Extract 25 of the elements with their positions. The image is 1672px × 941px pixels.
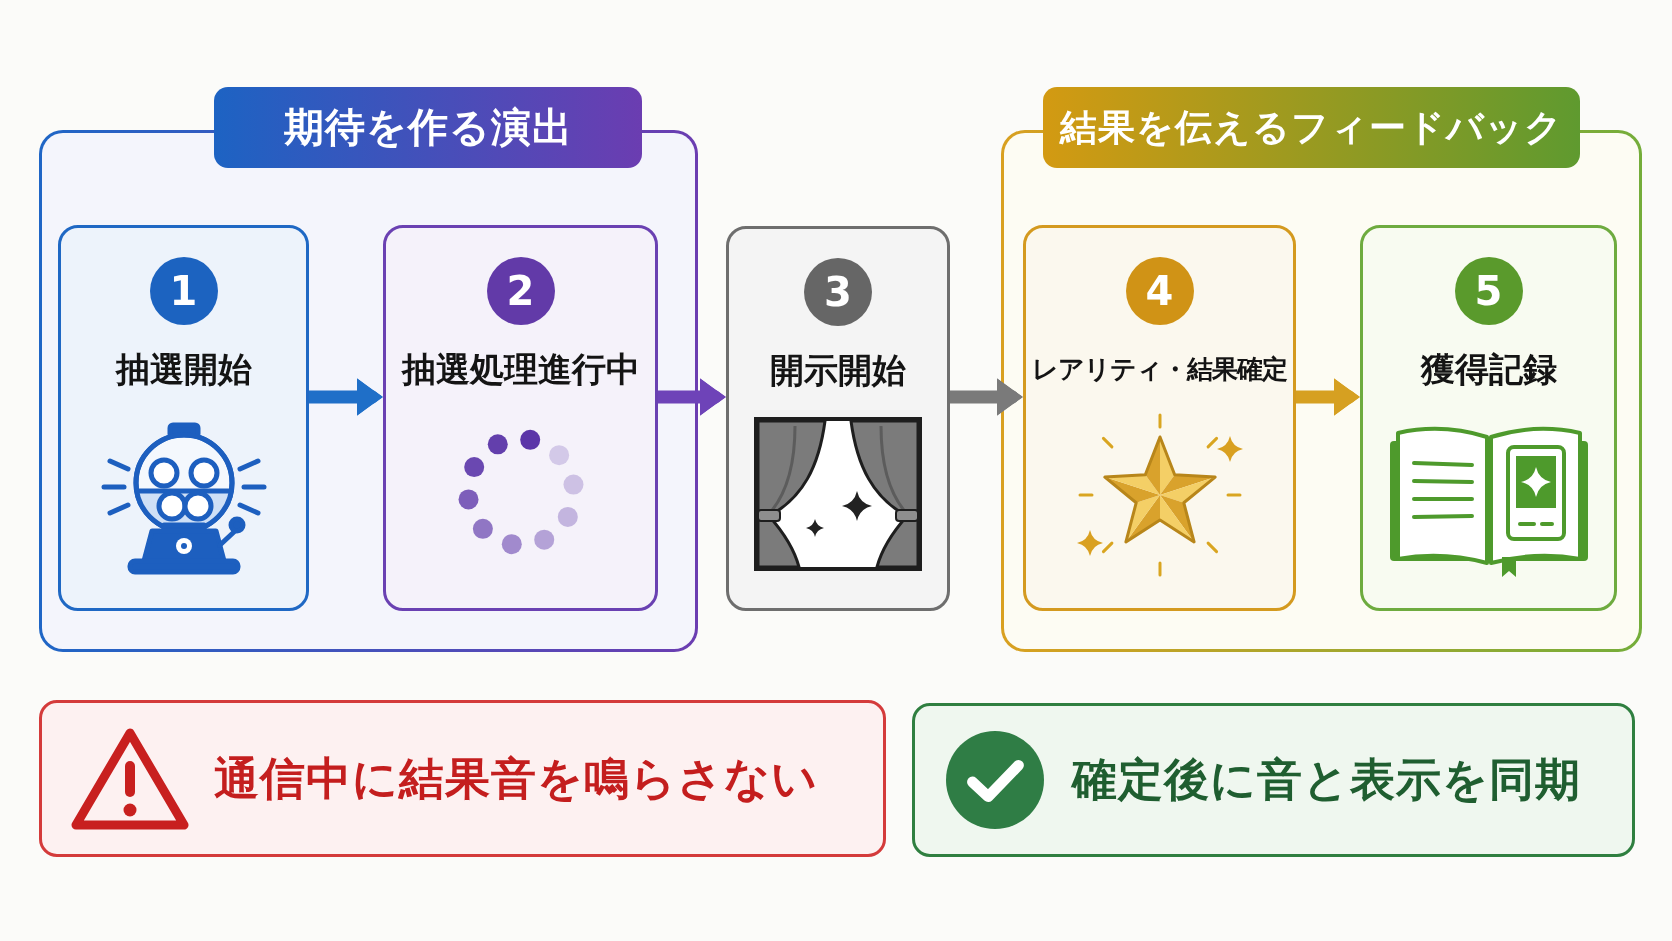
step-card [1023,225,1296,611]
section-heading: 期待を作る演出 [214,87,642,168]
section-heading: 結果を伝えるフィードバック [1043,87,1580,168]
step-card [58,225,309,611]
step-title: 抽選処理進行中 [401,348,640,391]
warning-banner [39,700,886,857]
step-card [1360,225,1617,611]
step-card [726,226,950,611]
step-card [383,225,658,611]
step-title: 開示開始 [770,349,906,392]
step-number: 2 [486,257,555,325]
step-number: 3 [804,258,872,326]
flow-arrow [309,378,383,416]
step-title: 獲得記録 [1420,348,1557,391]
step-title: レアリティ・結果確定 [1032,353,1287,386]
step-title: 抽選開始 [115,348,252,391]
flow-arrow [1296,378,1360,416]
guideline-message: 確定後に音と表示を同期 [1072,752,1581,808]
flow-arrow [950,378,1023,416]
step-number: 1 [149,257,218,325]
warning-message: 通信中に結果音を鳴らさない [214,750,818,807]
step-number: 4 [1125,257,1194,325]
guideline-banner [912,703,1635,857]
step-number: 5 [1454,257,1523,325]
flow-arrow [658,378,726,416]
